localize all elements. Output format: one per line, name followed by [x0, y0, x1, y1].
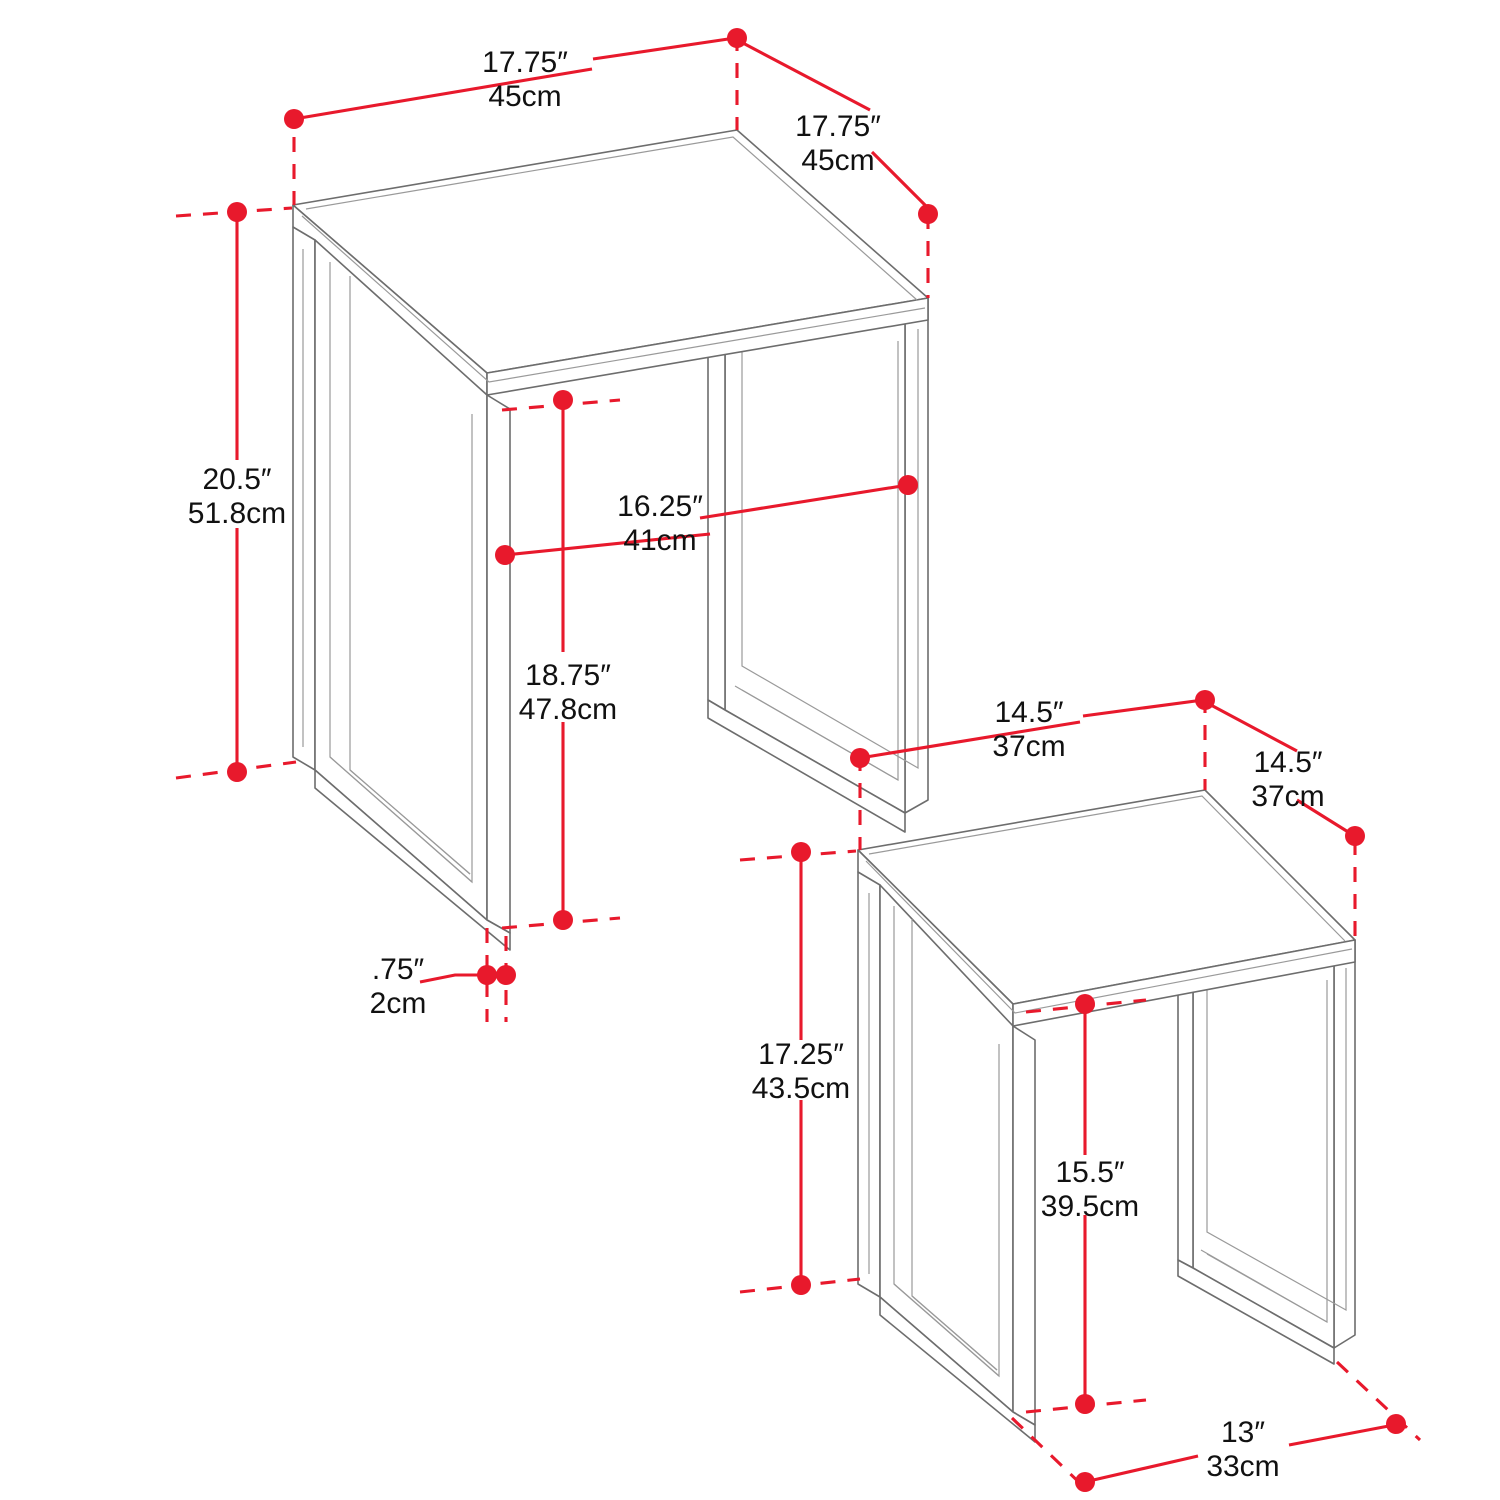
dim-large-width-left-metric: 45cm	[488, 80, 561, 113]
dim-small-height-imperial: 17.25″	[758, 1038, 844, 1071]
dim-endpoint-dot	[1075, 1472, 1095, 1492]
dim-small-base-width: 13″ 33cm	[1010, 1360, 1422, 1492]
small-table-left-leg-frame	[857, 871, 1036, 1443]
dim-endpoint-dot	[791, 842, 811, 862]
dim-endpoint-dot	[1386, 1414, 1406, 1434]
dim-large-leg-height: 18.75″ 47.8cm	[501, 390, 621, 930]
dim-endpoint-dot	[477, 965, 497, 985]
dim-endpoint-dot	[495, 545, 515, 565]
dim-small-width-left-imperial: 14.5″	[994, 696, 1063, 729]
dim-large-inner-metric: 41cm	[623, 524, 696, 557]
dim-endpoint-dot	[227, 202, 247, 222]
large-table-left-leg-frame	[292, 226, 511, 951]
dim-small-width-left: 14.5″ 37cm	[850, 690, 1215, 850]
large-table-top	[292, 129, 929, 396]
dim-small-width-left-metric: 37cm	[992, 730, 1065, 763]
dim-small-height: 17.25″ 43.5cm	[739, 842, 861, 1295]
dim-large-width-right-imperial: 17.75″	[795, 110, 881, 143]
dim-endpoint-dot	[791, 1275, 811, 1295]
dim-large-leg-metric: 47.8cm	[519, 693, 617, 726]
dim-endpoint-dot	[553, 910, 573, 930]
dim-small-width-right: 14.5″ 37cm	[1208, 702, 1365, 940]
dim-small-base-imperial: 13″	[1221, 1416, 1265, 1449]
dim-large-width-left-imperial: 17.75″	[482, 46, 568, 79]
dim-small-width-right-metric: 37cm	[1251, 780, 1324, 813]
dim-endpoint-dot	[284, 109, 304, 129]
dim-endpoint-dot	[227, 762, 247, 782]
dim-large-height-metric: 51.8cm	[188, 497, 286, 530]
dim-large-height: 20.5″ 51.8cm	[175, 202, 297, 782]
dim-endpoint-dot	[1345, 826, 1365, 846]
dim-large-thickness: .75″ 2cm	[370, 928, 516, 1022]
large-nesting-table	[292, 129, 929, 951]
dim-small-leg-height: 15.5″ 39.5cm	[1025, 994, 1147, 1414]
dim-large-thickness-imperial: .75″	[372, 953, 425, 986]
dim-large-width-left: 17.75″ 45cm	[284, 28, 747, 205]
dim-large-inner-width: 16.25″ 41cm	[495, 475, 918, 565]
dim-endpoint-dot	[850, 748, 870, 768]
dim-large-thickness-metric: 2cm	[370, 987, 427, 1020]
dim-small-base-metric: 33cm	[1206, 1450, 1279, 1483]
dim-large-inner-imperial: 16.25″	[617, 490, 703, 523]
dim-small-width-right-imperial: 14.5″	[1253, 746, 1322, 779]
dim-small-leg-imperial: 15.5″	[1055, 1156, 1124, 1189]
dim-endpoint-dot	[1075, 994, 1095, 1014]
dim-large-width-right: 17.75″ 45cm	[740, 40, 938, 298]
dim-large-leg-imperial: 18.75″	[525, 659, 611, 692]
dim-small-height-metric: 43.5cm	[752, 1072, 850, 1105]
dim-endpoint-dot	[496, 965, 516, 985]
dim-endpoint-dot	[553, 390, 573, 410]
dim-small-leg-metric: 39.5cm	[1041, 1190, 1139, 1223]
dim-endpoint-dot	[1075, 1394, 1095, 1414]
dim-endpoint-dot	[898, 475, 918, 495]
dim-endpoint-dot	[918, 204, 938, 224]
dim-large-width-right-metric: 45cm	[801, 144, 874, 177]
dim-large-height-imperial: 20.5″	[202, 463, 271, 496]
small-nesting-table	[857, 789, 1356, 1443]
small-table-top	[857, 789, 1356, 1027]
